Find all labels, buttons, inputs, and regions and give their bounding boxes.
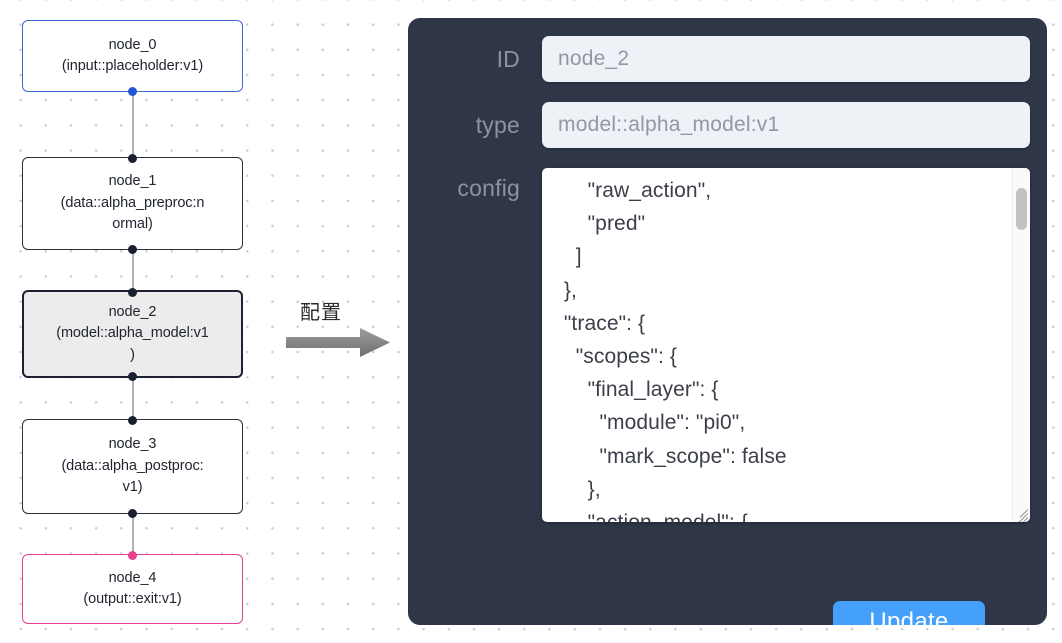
node-title: node_3 — [108, 436, 157, 453]
config-textarea[interactable] — [542, 168, 1030, 522]
scrollbar-thumb[interactable] — [1016, 188, 1027, 230]
node-handle-target[interactable] — [128, 550, 137, 560]
config-label: config — [457, 175, 520, 201]
id-label: ID — [496, 46, 520, 72]
configure-annotation: 配置 — [286, 296, 396, 358]
node-subtitle: (input::placeholder:v1) — [61, 58, 204, 74]
node-subtitle-cont: ormal) — [112, 216, 153, 233]
vertical-scrollbar[interactable] — [1012, 168, 1030, 522]
node-handle-source[interactable] — [128, 86, 137, 96]
node-handle-target[interactable] — [128, 153, 137, 163]
configure-label: 配置 — [300, 300, 342, 324]
node-handle-source[interactable] — [128, 371, 137, 381]
node-subtitle-cont: v1) — [122, 479, 143, 496]
node-handle-target[interactable] — [128, 287, 137, 297]
node-title: node_4 — [108, 569, 157, 586]
node-handle-source[interactable] — [128, 244, 137, 254]
update-button[interactable]: Update — [833, 601, 985, 625]
node-subtitle: (data::alpha_postproc: — [61, 457, 204, 474]
node-title: node_2 — [108, 303, 157, 320]
node-handle-target[interactable] — [128, 415, 137, 425]
node-subtitle-cont: ) — [130, 346, 135, 363]
id-row: ID — [425, 36, 1030, 82]
config-textarea-wrapper — [542, 168, 1030, 522]
node-title: node_1 — [108, 173, 157, 190]
node-subtitle: (model::alpha_model:v1 — [56, 325, 209, 342]
node-subtitle: (data::alpha_preproc:n — [60, 194, 205, 211]
graph-node-node_4[interactable]: node_4 (output::exit:v1) — [22, 550, 243, 624]
edge-node3-node4 — [132, 514, 134, 554]
type-field[interactable] — [542, 102, 1030, 148]
graph-node-node_2[interactable]: node_2 (model::alpha_model:v1 ) — [22, 287, 243, 381]
edge-node2-node3 — [132, 378, 134, 419]
type-label: type — [475, 112, 520, 138]
type-row: type — [425, 102, 1030, 148]
node-config-panel: ID type config Update — [408, 18, 1047, 625]
edge-node0-node1 — [132, 91, 134, 157]
graph-node-node_0[interactable]: node_0 (input::placeholder:v1) — [22, 20, 243, 96]
id-field[interactable] — [542, 36, 1030, 82]
arrow-right-icon — [286, 328, 390, 357]
node-subtitle: (output::exit:v1) — [83, 591, 182, 607]
edge-node1-node2 — [132, 250, 134, 290]
node-title: node_0 — [108, 36, 157, 53]
graph-node-node_3[interactable]: node_3 (data::alpha_postproc: v1) — [22, 415, 243, 518]
graph-node-node_1[interactable]: node_1 (data::alpha_preproc:n ormal) — [22, 153, 243, 254]
node-handle-source[interactable] — [128, 508, 137, 518]
config-row: config — [425, 168, 1030, 522]
